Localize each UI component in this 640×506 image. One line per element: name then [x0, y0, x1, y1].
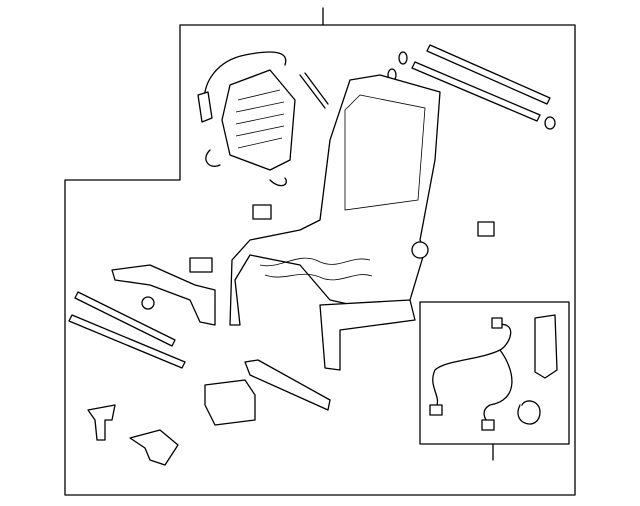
harness-inset-box — [419, 301, 570, 445]
wire-harness-part — [429, 314, 558, 431]
clip-part — [477, 221, 495, 237]
assembly-frame — [64, 24, 576, 496]
seat-frame-part — [189, 74, 441, 371]
lumbar-support-part — [197, 51, 329, 220]
left-parts — [68, 264, 331, 466]
rod-parts — [387, 44, 556, 130]
